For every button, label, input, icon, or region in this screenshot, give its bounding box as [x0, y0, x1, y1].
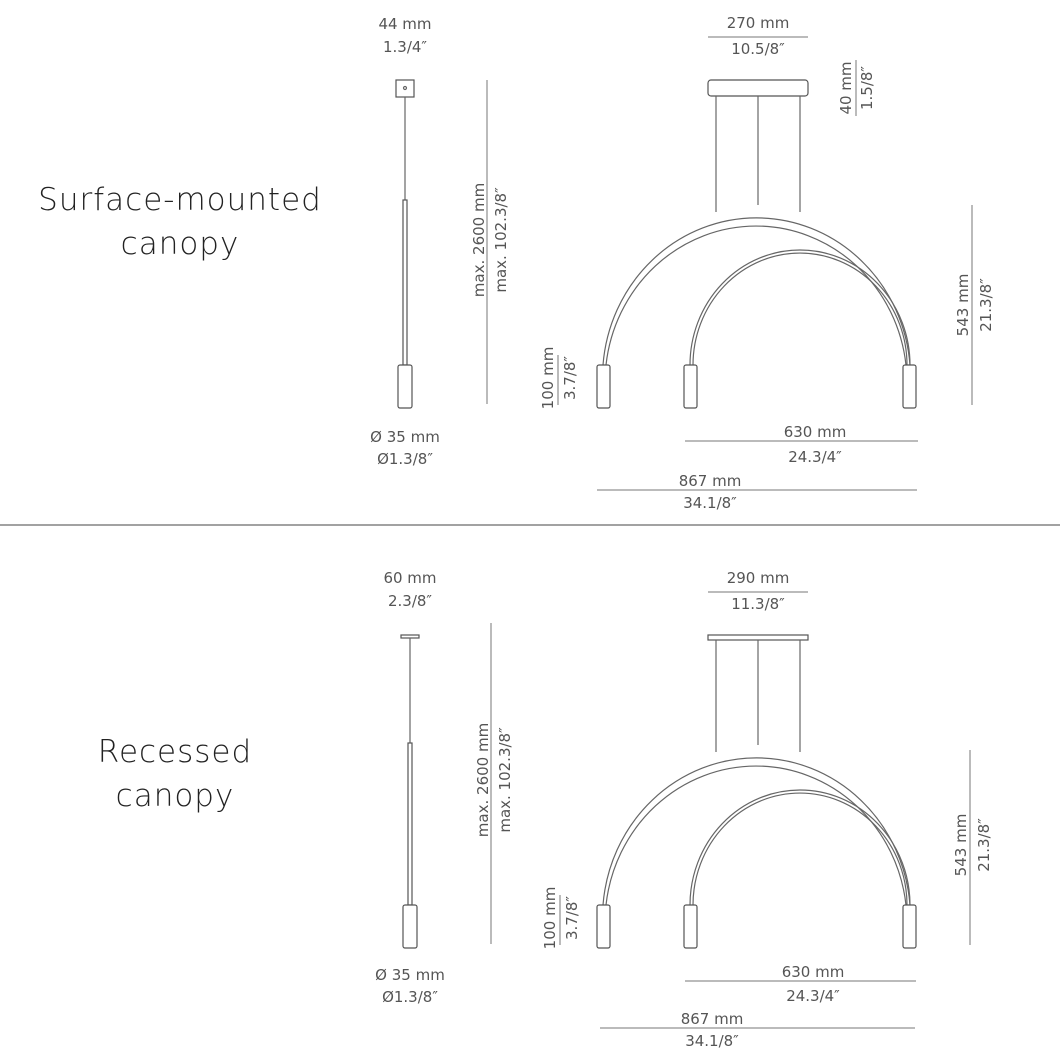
inner-width-mm: 630 mm [784, 423, 847, 441]
canopy-front [707, 634, 809, 641]
recessed-canopy-side [400, 634, 420, 639]
head-height-mm: 100 mm [539, 347, 557, 410]
panel-title-line1: Recessed [98, 734, 252, 770]
canopy-screw [402, 85, 408, 91]
max-length-in: max. 102.3/8″ [492, 187, 510, 293]
canopy-width-mm: 44 mm [378, 15, 431, 33]
max-length-mm: max. 2600 mm [474, 723, 492, 837]
arc-height-in: 21.3/8″ [977, 278, 995, 332]
outer-arc [602, 217, 911, 366]
light-head [683, 364, 698, 409]
panel-title-line1: Surface-mounted [38, 182, 322, 218]
canopy-width-in: 1.3/4″ [383, 38, 427, 56]
panel-title-line2: canopy [121, 226, 240, 262]
head-height-in: 3.7/8″ [563, 896, 581, 940]
canopy-front [707, 79, 809, 97]
canopy-height-in: 1.5/8″ [858, 66, 876, 110]
arc-height-mm: 543 mm [954, 274, 972, 337]
panel-surface-mounted: Surface-mounted canopy 44 mm 1.3/4″ max.… [38, 14, 995, 512]
inner-width-in: 24.3/4″ [788, 448, 842, 466]
inner-width-mm: 630 mm [782, 963, 845, 981]
light-head [397, 364, 413, 409]
inner-width-in: 24.3/4″ [786, 987, 840, 1005]
diameter-mm: Ø 35 mm [375, 966, 445, 984]
light-head [596, 904, 611, 949]
inner-arc [689, 789, 911, 906]
light-head [902, 364, 917, 409]
front-canopy-in: 11.3/8″ [731, 595, 785, 613]
front-canopy-mm: 270 mm [727, 14, 790, 32]
arc-height-in: 21.3/8″ [975, 818, 993, 872]
surface-canopy-side [395, 79, 415, 98]
inner-arc-edge [692, 792, 908, 906]
outer-arc-edge [605, 765, 907, 906]
diameter-mm: Ø 35 mm [370, 428, 440, 446]
panel-recessed: Recessed canopy 60 mm 2.3/8″ max. 2600 m… [98, 569, 993, 1050]
diameter-in: Ø1.3/8″ [377, 450, 433, 468]
rod [407, 742, 413, 906]
light-head [596, 364, 611, 409]
total-width-in: 34.1/8″ [683, 494, 737, 512]
total-width-mm: 867 mm [679, 472, 742, 490]
max-length-mm: max. 2600 mm [470, 183, 488, 297]
head-height-in: 3.7/8″ [561, 356, 579, 400]
inner-arc-edge [692, 252, 908, 366]
total-width-in: 34.1/8″ [685, 1032, 739, 1050]
max-length-in: max. 102.3/8″ [496, 727, 514, 833]
inner-arc [689, 249, 911, 366]
canopy-width-in: 2.3/8″ [388, 592, 432, 610]
head-height-mm: 100 mm [541, 887, 559, 950]
light-head [683, 904, 698, 949]
outer-arc [602, 757, 911, 906]
rod [402, 199, 408, 366]
canopy-width-mm: 60 mm [383, 569, 436, 587]
front-canopy-mm: 290 mm [727, 569, 790, 587]
total-width-mm: 867 mm [681, 1010, 744, 1028]
arc-height-mm: 543 mm [952, 814, 970, 877]
panel-title-line2: canopy [116, 778, 235, 814]
light-head [402, 904, 418, 949]
diameter-in: Ø1.3/8″ [382, 988, 438, 1006]
front-canopy-in: 10.5/8″ [731, 40, 785, 58]
canopy-height-mm: 40 mm [837, 61, 855, 114]
light-head [902, 904, 917, 949]
outer-arc-edge [605, 225, 907, 366]
